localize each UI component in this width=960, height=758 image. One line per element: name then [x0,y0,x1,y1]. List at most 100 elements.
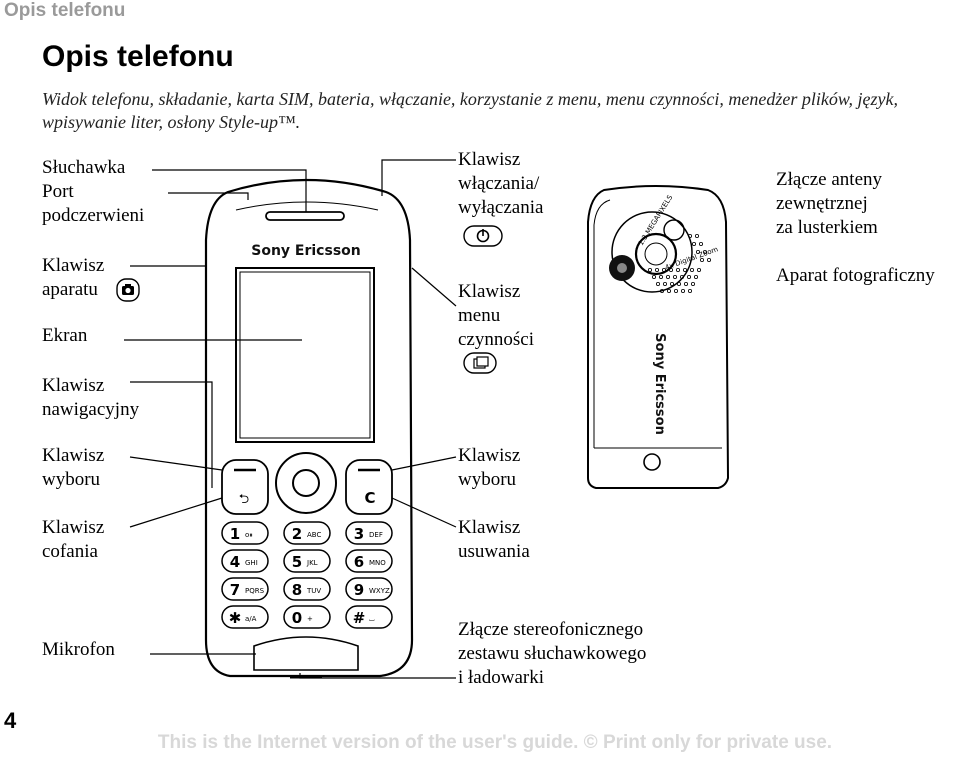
speaker-hole [669,267,674,272]
speaker-hole [652,274,657,279]
label-back-key: Klawisz cofania [42,517,105,562]
keypad-key-letters: DEF [369,531,383,539]
footer-note: This is the Internet version of the user… [157,732,833,753]
speaker-hole [695,233,700,238]
header-bar [0,0,960,26]
camera-bezel [611,211,693,293]
keypad-key-digit: 9 [354,581,364,599]
keypad-key-digit: ✱ [229,609,242,627]
keypad-key: 6 MNO [345,549,393,573]
label-camera-key: Klawisz aparatu [42,255,105,300]
label-earpiece: Słuchawka [42,157,126,178]
keypad-key: 2 ABC [283,521,331,545]
speaker-hole [659,274,664,279]
activity-menu-key-icon [463,352,497,374]
speaker-hole [662,267,667,272]
speaker-hole [656,281,661,286]
keypad-key-digit: 6 [354,553,364,571]
clear-key-glyph: C [364,489,375,507]
keypad-key: 7 PQRS [221,577,269,601]
keypad-key: #⌴ [345,605,393,629]
keypad-key: 0+ [283,605,331,629]
keypad-key: 1 o⏸ [221,521,269,545]
keypad-key-letters: GHI [245,559,258,567]
speaker-hole [690,267,695,272]
label-left-selection-key: Klawisz wyboru [42,445,105,490]
camera-key-icon [116,278,140,302]
keypad-key-digit: 5 [292,553,302,571]
speaker-hole [688,288,693,293]
keypad-key-letters: ABC [307,531,321,539]
keypad-key: 9 WXYZ [345,577,393,601]
keypad-key-letters: o⏸ [245,531,253,539]
speaker-hole [699,241,704,246]
speaker-hole [670,281,675,286]
keypad-key: ✱a/A [221,605,269,629]
keypad-key-digit: 4 [230,553,240,571]
keypad-key-letters: ⌴ [369,615,375,623]
speaker-grille [648,233,712,293]
brand-logo-front: Sony Ericsson [251,243,360,259]
speaker-hole [684,281,689,286]
speaker-hole [673,274,678,279]
keypad-key: 5 JKL [283,549,331,573]
speaker-hole [707,257,712,262]
keypad-key-digit: 7 [230,581,240,599]
speaker-hole [667,288,672,293]
label-activity-menu-key: Klawisz menu czynności [458,281,534,350]
speaker-hole [692,241,697,246]
keypad-key-digit: 1 [230,525,240,543]
intro-text: Widok telefonu, składanie, karta SIM, ba… [42,89,898,132]
keypad-key-digit: # [353,609,366,627]
brand-emblem [643,453,661,471]
speaker-hole [697,267,702,272]
speaker-hole [648,267,653,272]
speaker-hole [660,288,665,293]
label-infrared-port: Port podczerwieni [42,181,145,226]
selection-keys [221,459,393,515]
keypad-key-letters: TUV [306,587,321,595]
earpiece-slot [265,211,345,221]
speaker-hole [703,249,708,254]
label-navigation-key: Klawisz nawigacyjny [42,375,140,420]
keypad-key-letters: + [307,615,313,623]
phone-back [587,185,730,489]
speaker-hole [691,281,696,286]
speaker-hole [694,274,699,279]
microphone-grille [253,636,359,671]
keypad-key-letters: JKL [306,559,318,567]
keypad-key-letters: WXYZ [369,587,390,595]
label-power-key: Klawisz włączania/ wyłączania [458,149,544,218]
keypad-key-digit: 3 [354,525,364,543]
camera-lens [634,232,678,276]
page-title: Opis telefonu [42,40,234,73]
speaker-hole [674,288,679,293]
speaker-hole [681,288,686,293]
power-key-icon [463,225,503,247]
speaker-hole [655,267,660,272]
label-antenna-connector: Złącze anteny zewnętrznej za lusterkiem [776,169,883,238]
speaker-hole [680,274,685,279]
label-microphone: Mikrofon [42,639,115,660]
keypad-key-letters: a/A [245,615,257,623]
brand-logo-back: Sony Ericsson [652,333,667,435]
keypad-key-digit: 2 [292,525,302,543]
speaker-hole [696,249,701,254]
speaker-hole [676,267,681,272]
speaker-hole [688,233,693,238]
speaker-hole [700,257,705,262]
speaker-hole [663,281,668,286]
page-number: 4 [4,708,17,733]
keypad-key-letters: MNO [369,559,386,567]
keypad-key-letters: PQRS [245,587,265,595]
back-icon: ⮌ [239,492,249,507]
keypad-key-digit: 0 [292,609,302,627]
speaker-hole [677,281,682,286]
keypad-key: 3 DEF [345,521,393,545]
label-clear-key: Klawisz usuwania [458,517,530,562]
label-screen: Ekran [42,325,88,346]
speaker-hole [687,274,692,279]
